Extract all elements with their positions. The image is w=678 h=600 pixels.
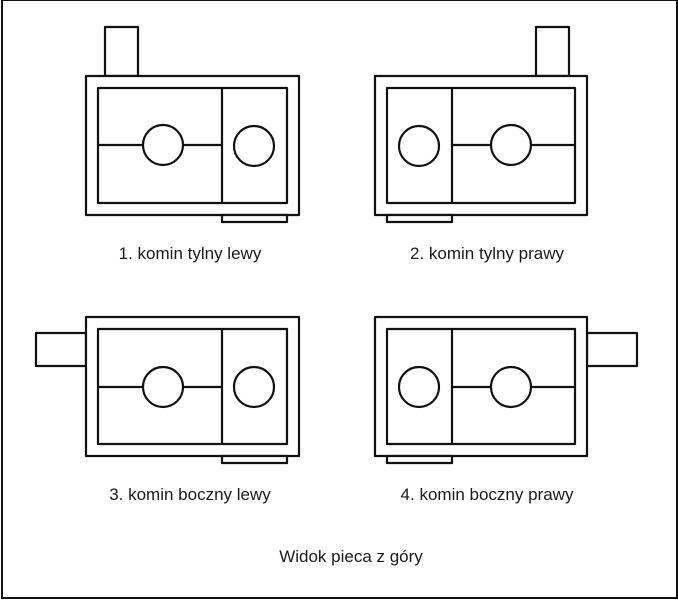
ash-drawer: [385, 213, 454, 224]
chimney-rear-left: [103, 25, 140, 78]
stove-label: 4. komin boczny prawy: [401, 485, 574, 504]
stove-1: 1. komin tylny lewy: [84, 25, 301, 263]
stove-label: 1. komin tylny lewy: [119, 244, 262, 263]
stove-3: 3. komin boczny lewy: [34, 315, 301, 504]
burner-large: [489, 123, 533, 167]
stove-4: 4. komin boczny prawy: [373, 315, 639, 504]
burner-small: [397, 124, 441, 168]
chimney-side-right: [585, 331, 639, 368]
ash-drawer: [385, 454, 454, 465]
burner-small: [232, 365, 276, 409]
diagram-caption: Widok pieca z góry: [279, 547, 423, 566]
chimney-side-left: [34, 331, 88, 368]
burner-large: [141, 365, 185, 409]
chimney-rear-right: [534, 25, 571, 78]
stove-label: 2. komin tylny prawy: [410, 244, 564, 263]
burner-small: [232, 124, 276, 168]
burner-large: [489, 365, 533, 409]
ash-drawer: [220, 213, 289, 224]
burner-small: [397, 365, 441, 409]
burner-large: [141, 123, 185, 167]
stove-label: 3. komin boczny lewy: [109, 485, 271, 504]
stove-2: 2. komin tylny prawy: [373, 25, 589, 263]
ash-drawer: [220, 454, 289, 465]
